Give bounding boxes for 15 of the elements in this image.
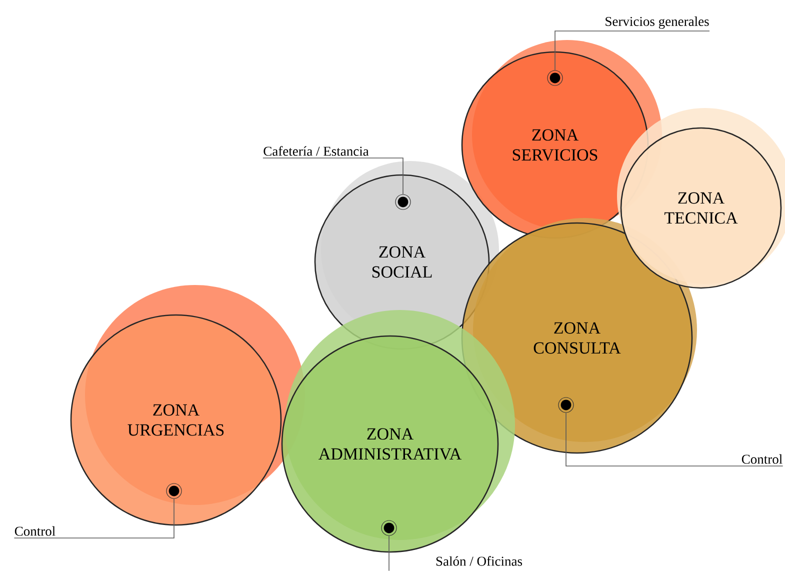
leader-text: Salón / Oficinas [436, 556, 522, 566]
leader-line [262, 158, 404, 195]
leader-line [566, 412, 784, 466]
leader-text: Cafetería / Estancia [264, 146, 369, 156]
location-marker [381, 520, 397, 536]
leader-text: Servicios generales [606, 16, 709, 29]
location-marker [547, 70, 563, 86]
leader-line [14, 498, 174, 538]
leader-text: Control [14, 526, 56, 536]
leader-line [388, 535, 390, 571]
leader-line [554, 30, 710, 71]
location-marker [166, 483, 182, 499]
location-marker [395, 194, 411, 210]
location-marker [558, 397, 574, 413]
leader-text: Control [742, 454, 782, 464]
